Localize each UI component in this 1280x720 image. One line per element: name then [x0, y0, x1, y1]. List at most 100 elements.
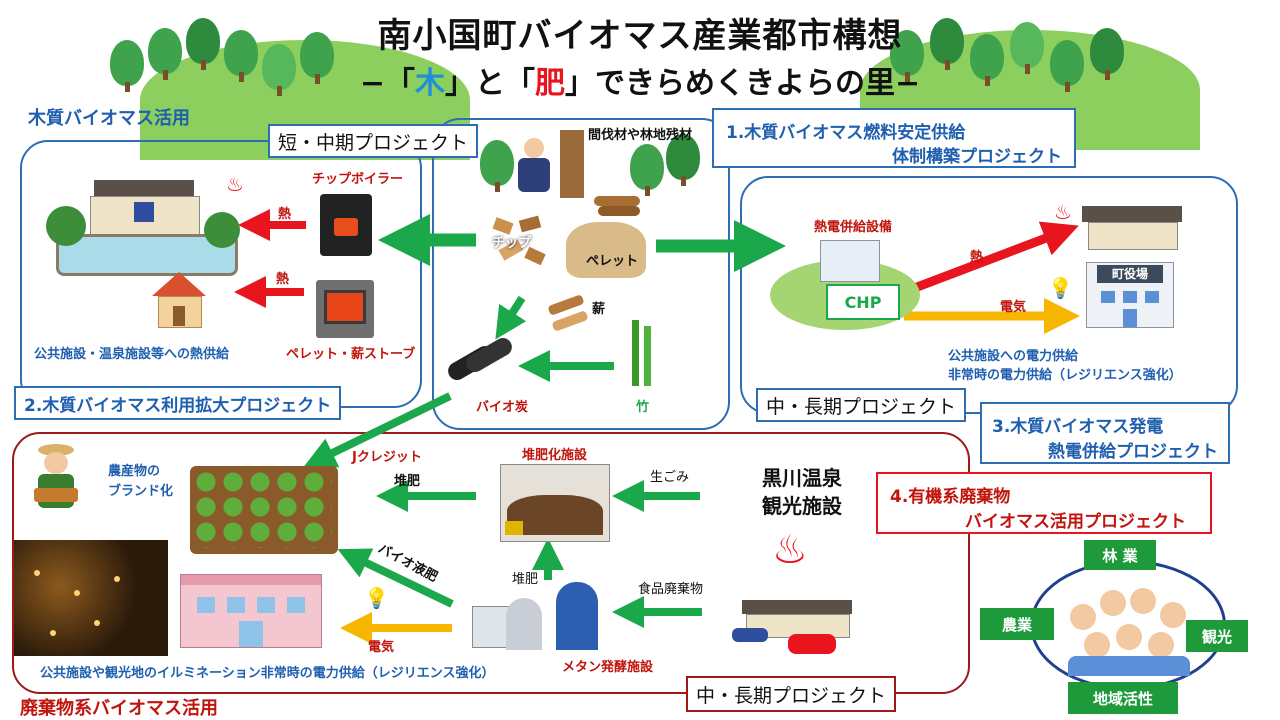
compost-facility-icon [500, 464, 610, 542]
logs-icon [594, 192, 640, 218]
tree-icon [300, 32, 334, 84]
tree-icon [110, 40, 144, 92]
tag-short-mid: 短・中期プロジェクト [268, 124, 479, 158]
town-hall-icon: 町役場 [1086, 262, 1174, 328]
tree-icon [890, 30, 924, 82]
section-waste-label: 廃棄物系バイオマス活用 [20, 698, 218, 719]
subtitle-suffix: 」できらめくきよらの里− [565, 66, 921, 101]
compost-facility-label: 堆肥化施設 [522, 448, 588, 463]
project-2-box: 2.木質バイオマス利用拡大プロジェクト [14, 386, 342, 420]
chp-heat-label: 熱 [970, 250, 984, 265]
tree-icon [262, 44, 296, 96]
waste-panel [12, 432, 970, 694]
biochar-icon [444, 334, 516, 384]
subtitle-ki: 木 [415, 66, 445, 101]
tag-mid-long-1: 中・長期プロジェクト [756, 388, 967, 422]
onsen-street-icon [726, 594, 856, 656]
firewood-icon [547, 292, 589, 332]
page-subtitle: −「木」と「肥」できらめくきよらの里− [0, 58, 1280, 102]
compost-label: 堆肥 [394, 474, 421, 489]
hot-spring-icon: ♨ [772, 527, 808, 573]
project-3-box: 3.木質バイオマス発電 熱電併給プロジェクト [980, 402, 1230, 464]
methane-label: メタン発酵施設 [562, 660, 654, 675]
light-bulb-icon: 💡 [364, 586, 389, 610]
project-4-line1: 4.有機系廃棄物 [890, 487, 1011, 507]
illumination-label: 公共施設や観光地のイルミネーション非常時の電力供給（レジリエンス強化） [40, 666, 495, 681]
project-3-line1: 3.木質バイオマス発電 [992, 417, 1164, 437]
pellet-stove-label: ペレット・薪ストーブ [286, 347, 416, 362]
hot-spring-icon: ♨ [226, 172, 244, 196]
project-1-line1: 1.木質バイオマス燃料安定供給 [726, 123, 966, 143]
chip-boiler-icon [320, 194, 372, 256]
people-group-icon [1064, 574, 1194, 678]
header-scenery [100, 0, 1200, 160]
region-revitalization: 地域活性 [1068, 682, 1178, 714]
section-wood-label: 木質バイオマス活用 [28, 108, 190, 129]
tree-icon [1050, 40, 1084, 92]
project-1-line2: 体制構築プロジェクト [892, 147, 1062, 167]
brand-line1: 農産物の [108, 464, 161, 479]
methane-facility-icon [472, 582, 608, 652]
onsen-inn-illustration [46, 176, 242, 278]
project-4-box: 4.有機系廃棄物 バイオマス活用プロジェクト [876, 472, 1212, 534]
food-waste-label: 食品廃棄物 [638, 582, 704, 597]
chp-box: CHP [826, 284, 900, 320]
arrow-chp-heat [902, 221, 1079, 297]
forest-icon [480, 130, 720, 200]
public-building-icon [180, 574, 322, 648]
power-supply-line1: 公共施設への電力供給 [948, 349, 1079, 364]
methane-electricity-label: 電気 [368, 640, 395, 655]
bamboo-icon [628, 320, 658, 386]
power-supply-line2: 非常時の電力供給（レジリエンス強化） [948, 368, 1182, 383]
tree-icon [148, 28, 182, 80]
page-title: 南小国町バイオマス産業都市構想 [377, 16, 903, 56]
tree-icon [1090, 28, 1124, 80]
region-tourism: 観光 [1186, 620, 1248, 652]
chp-facility-label: 熱電併給設備 [814, 220, 893, 235]
hot-spring-icon: ♨ [1054, 200, 1072, 224]
onsen-building-icon [1082, 196, 1182, 250]
farmer-icon [30, 444, 82, 510]
subtitle-prefix: −「 [359, 66, 415, 101]
heat-label-2: 熱 [276, 272, 290, 287]
town-hall-label: 町役場 [1097, 265, 1163, 283]
chip-boiler-label: チップボイラー [312, 172, 404, 187]
project-3-line2: 熱電併給プロジェクト [1048, 442, 1218, 462]
region-forestry: 林 業 [1084, 540, 1156, 570]
region-agriculture: 農業 [980, 608, 1054, 640]
tree-icon [224, 30, 258, 82]
onsen-line1: 黒川温泉 [762, 466, 842, 490]
tree-icon [1010, 22, 1044, 74]
tree-icon [930, 18, 964, 70]
subtitle-mid: 」と「 [445, 66, 535, 101]
subtitle-hi: 肥 [535, 66, 565, 101]
j-credit-label: Jクレジット [352, 450, 422, 465]
pellet-label: ペレット [586, 254, 639, 269]
pellet-stove-icon [316, 280, 374, 338]
project-1-box: 1.木質バイオマス燃料安定供給 体制構築プロジェクト [712, 108, 1076, 168]
arrow-biochar-to-field [303, 392, 452, 468]
food-scraps-label: 生ごみ [650, 470, 690, 485]
tag-mid-long-2: 中・長期プロジェクト [686, 676, 897, 712]
chip-label: チップ [492, 236, 532, 251]
project-4-line2: バイオマス活用プロジェクト [965, 512, 1186, 532]
firewood-label: 薪 [592, 302, 606, 317]
arrow-bio-liquid [337, 548, 454, 608]
night-illumination-photo [14, 540, 168, 656]
tree-icon [186, 18, 220, 70]
cabbage-field-icon [190, 466, 338, 554]
wood-center-panel [432, 118, 730, 430]
pellets-icon [566, 222, 646, 278]
arrow-to-biochar [495, 295, 527, 340]
thinning-label: 間伐材や林地残材 [588, 128, 693, 143]
tree-icon [970, 34, 1004, 86]
brand-line2: ブランド化 [108, 484, 174, 499]
lumberjack-icon [512, 138, 556, 198]
light-bulb-icon: 💡 [1048, 276, 1073, 300]
heat-label-1: 熱 [278, 207, 292, 222]
heat-supply-label: 公共施設・温泉施設等への熱供給 [34, 347, 230, 362]
bamboo-label: 竹 [636, 400, 650, 415]
biochar-label: バイオ炭 [476, 400, 529, 415]
compost-label-2: 堆肥 [512, 572, 539, 587]
